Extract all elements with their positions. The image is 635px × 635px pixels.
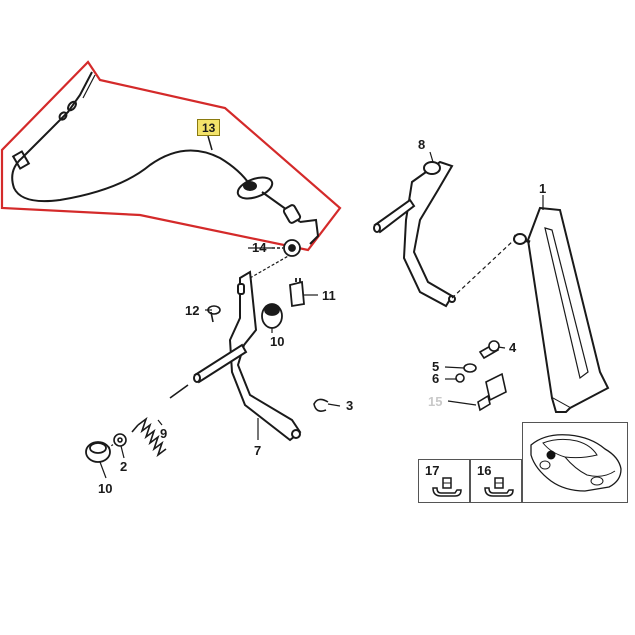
callout-14: 14 <box>252 240 267 255</box>
part-11-clip <box>289 278 305 308</box>
callout-1: 1 <box>539 181 547 196</box>
inset-part-16: 16 <box>470 459 522 503</box>
callout-4: 4 <box>509 340 517 355</box>
inset-part-17: 17 <box>418 459 470 503</box>
callout-17: 17 <box>425 463 440 478</box>
callout-9: 9 <box>160 426 168 441</box>
part-6-nut <box>455 373 465 383</box>
pivot-shaft <box>193 343 248 384</box>
callout-2: 2 <box>120 459 128 474</box>
part-14-bushing <box>283 239 301 257</box>
part-2-washer <box>113 433 127 447</box>
callout-6: 6 <box>432 371 440 386</box>
leader-lines <box>99 151 544 479</box>
return-spring <box>131 384 189 458</box>
callout-8: 8 <box>418 137 426 152</box>
lever-bracket <box>228 270 302 442</box>
callout-10-upper: 10 <box>270 334 285 349</box>
callout-11: 11 <box>322 288 336 303</box>
callout-7: 7 <box>254 443 262 458</box>
callout-15: 15 <box>428 394 443 409</box>
part-5-washer <box>463 363 477 373</box>
clip-icon <box>432 477 462 497</box>
callout-12: 12 <box>185 303 200 318</box>
highlight-outline <box>0 60 342 252</box>
accelerator-pedal <box>513 206 610 413</box>
part-10-grommet-upper <box>261 303 283 329</box>
pedal-arm <box>373 160 456 308</box>
part-15-switch <box>477 372 507 412</box>
throttle-cable <box>11 71 320 245</box>
callout-13-highlighted: 13 <box>197 119 221 136</box>
callout-16: 16 <box>477 463 492 478</box>
part-3-circlip <box>313 398 329 412</box>
callout-3: 3 <box>346 398 354 413</box>
inset-car-location <box>522 422 628 503</box>
part-12-screw <box>207 305 221 323</box>
callout-10-lower: 10 <box>98 481 113 496</box>
callout-5: 5 <box>432 359 440 374</box>
car-location-icon <box>530 434 622 492</box>
part-4-bolt <box>478 340 500 360</box>
part-10-grommet-lower <box>85 441 111 463</box>
clip-icon <box>484 477 514 497</box>
